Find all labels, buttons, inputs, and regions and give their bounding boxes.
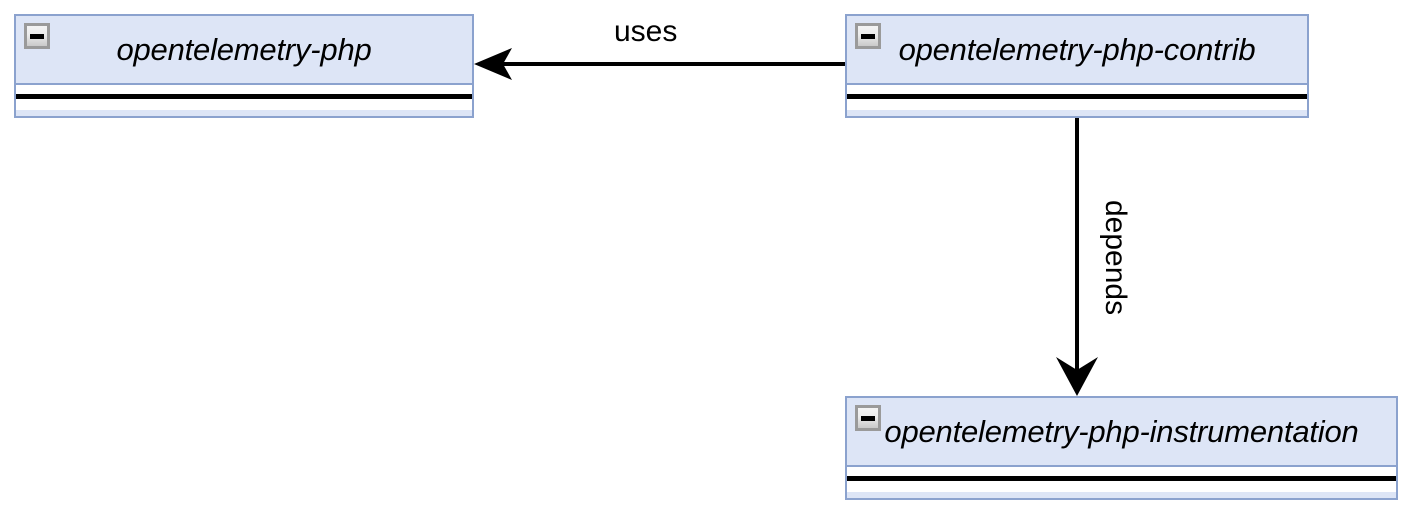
edge-label-depends: depends: [1099, 200, 1132, 316]
node-header: opentelemetry-php-contrib: [847, 16, 1307, 85]
edge-uses-arrowhead-icon: [474, 48, 512, 80]
node-compartment: [847, 467, 1396, 492]
node-header: opentelemetry-php-instrumentation: [847, 398, 1396, 467]
node-label: opentelemetry-php: [116, 32, 372, 67]
node-label: opentelemetry-php-contrib: [898, 32, 1256, 67]
node-opentelemetry-php-contrib[interactable]: opentelemetry-php-contrib: [845, 14, 1309, 118]
node-label: opentelemetry-php-instrumentation: [884, 414, 1359, 449]
node-compartment: [847, 85, 1307, 110]
collapse-minus-icon[interactable]: [24, 23, 50, 49]
edge-label-uses: uses: [614, 15, 678, 48]
edge-depends: [1056, 118, 1098, 396]
node-compartment: [16, 85, 472, 110]
edge-uses: [474, 48, 845, 80]
node-opentelemetry-php-instrumentation[interactable]: opentelemetry-php-instrumentation: [845, 396, 1398, 500]
collapse-minus-icon[interactable]: [855, 23, 881, 49]
node-opentelemetry-php[interactable]: opentelemetry-php: [14, 14, 474, 118]
node-header: opentelemetry-php: [16, 16, 472, 85]
collapse-minus-icon[interactable]: [855, 405, 881, 431]
edge-depends-arrowhead-icon: [1056, 357, 1098, 396]
